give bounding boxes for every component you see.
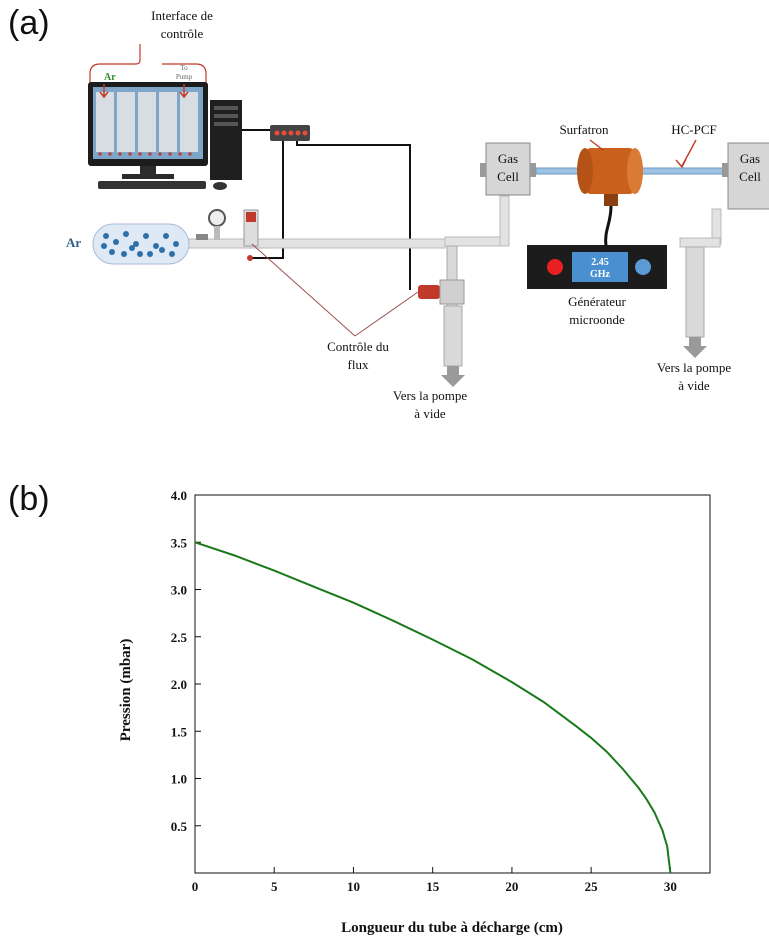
chart-xlabel: Longueur du tube à décharge (cm) — [341, 920, 563, 936]
x-tick-label: 10 — [347, 879, 360, 894]
gas-cell-left — [485, 142, 531, 196]
panel-label-b: (b) — [8, 480, 50, 518]
y-tick-label: 1.5 — [171, 724, 188, 739]
y-tick-label: 3.0 — [171, 583, 187, 598]
screen-ar-arrow — [99, 84, 109, 99]
x-tick-label: 0 — [192, 879, 199, 894]
flow-label-line1: Contrôle du — [327, 339, 389, 354]
gas-cell-left-window — [480, 163, 486, 177]
screen-pump-arrow — [179, 84, 189, 99]
flow-label-line2: flux — [348, 357, 369, 372]
flow-control-valve — [418, 285, 440, 299]
flow-callout-lines — [251, 243, 419, 337]
screen-topump-line2: Pump — [176, 73, 193, 81]
gas-cell-right-line2: Cell — [739, 169, 761, 184]
pump-arrow-right — [683, 337, 707, 358]
chart-plot-frame — [194, 494, 711, 874]
interface-label-line1: Interface de — [151, 8, 213, 23]
generator-display — [572, 252, 628, 282]
flow-controller-box — [270, 125, 310, 141]
argon-tank — [92, 223, 190, 265]
y-tick-label: 1.0 — [171, 772, 187, 787]
pump-tube-left — [443, 305, 463, 367]
gauge-stem — [214, 226, 220, 240]
x-tick-label: 25 — [585, 879, 599, 894]
pump-arrow-left — [441, 366, 465, 387]
gas-line-main — [184, 238, 446, 249]
hcpcf-arrow — [675, 139, 697, 169]
setup-diagram: Interface de contrôle Ar To Pump — [66, 8, 769, 421]
pressure-curve — [194, 541, 672, 874]
screen-ar-label: Ar — [104, 72, 116, 83]
generator-label-line2: microonde — [569, 312, 625, 327]
surfatron-arrow — [589, 139, 604, 151]
x-tick-label: 5 — [271, 879, 278, 894]
generator-freq-line1: 2.45 — [591, 257, 609, 268]
gas-cell-left-line1: Gas — [498, 151, 518, 166]
valve-indicator — [247, 255, 253, 261]
regulator-valve — [196, 234, 208, 240]
gas-line-to-cell — [444, 236, 506, 247]
generator-red-button — [547, 259, 563, 275]
y-tick-label: 2.0 — [171, 677, 187, 692]
x-tick-label: 20 — [505, 879, 518, 894]
valve-body — [439, 279, 465, 305]
x-tick-label: 30 — [664, 879, 677, 894]
pump-left-line2: à vide — [414, 406, 446, 421]
generator-blue-button — [635, 259, 651, 275]
tank-ar-label: Ar — [66, 235, 81, 250]
gas-cell-left-port — [530, 163, 536, 177]
cable-left — [250, 141, 284, 259]
gas-cell-right-line1: Gas — [740, 151, 760, 166]
pump-left-line1: Vers la pompe — [393, 388, 468, 403]
flow-meter-head — [246, 212, 256, 222]
surfatron — [577, 148, 643, 206]
pump-right-line1: Vers la pompe — [657, 360, 732, 375]
pressure-gauge — [208, 209, 226, 227]
y-tick-label: 0.5 — [171, 819, 188, 834]
y-tick-label: 3.5 — [171, 535, 188, 550]
gas-cell-left-line2: Cell — [497, 169, 519, 184]
gas-cell-right-window — [722, 163, 728, 177]
screen-topump-line1: To — [180, 64, 188, 72]
right-gas-line — [679, 237, 721, 248]
panel-label-a: (a) — [8, 4, 50, 42]
chart-ylabel: Pression (mbar) — [118, 639, 134, 742]
pump-right-line2: à vide — [678, 378, 710, 393]
generator-cable — [604, 205, 613, 247]
gas-line-riser — [499, 195, 510, 247]
y-tick-label: 4.0 — [171, 488, 187, 503]
hcpcf-label: HC-PCF — [671, 122, 717, 137]
generator-label-line1: Générateur — [568, 294, 626, 309]
pump-tube-right — [685, 246, 705, 338]
generator-freq-line2: GHz — [590, 269, 611, 280]
y-tick-label: 2.5 — [171, 630, 188, 645]
interface-label-line2: contrôle — [161, 26, 204, 41]
cable-right — [296, 141, 411, 290]
control-computer — [88, 82, 242, 190]
surfatron-label: Surfatron — [559, 122, 609, 137]
x-tick-label: 15 — [426, 879, 440, 894]
